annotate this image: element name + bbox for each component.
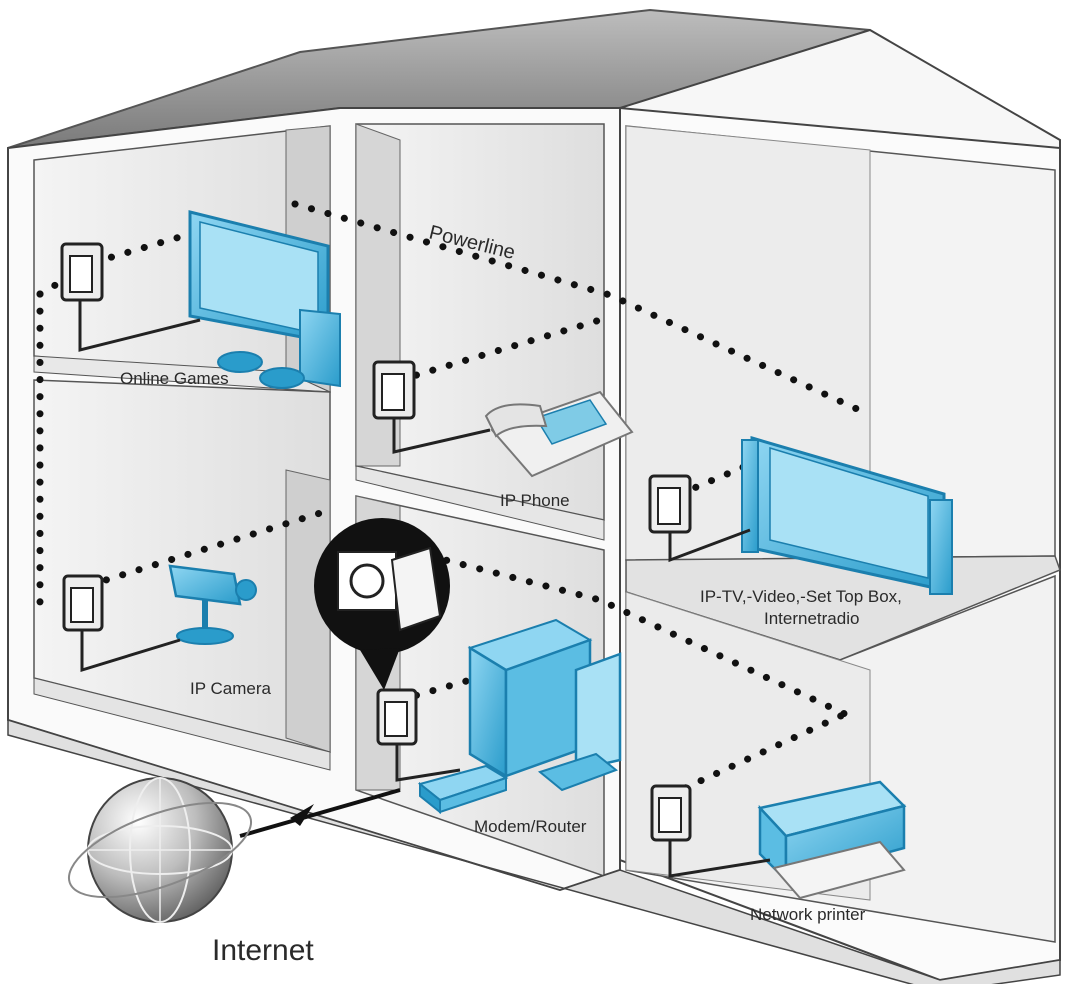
- tv-icon: [741, 436, 953, 595]
- ip-phone-label: IP Phone: [500, 491, 570, 510]
- modem-router-label: Modem/Router: [474, 817, 587, 836]
- base-floor: [7, 718, 1061, 989]
- powerline-adapter-icon: [372, 360, 491, 454]
- powerline-wiring: [36, 200, 874, 799]
- ip-tv-label-line1: IP-TV,-Video,-Set Top Box,: [700, 587, 902, 606]
- wall-socket-icon: [314, 518, 450, 690]
- monitor-icon: [188, 210, 341, 388]
- powerline-adapter-icon: [650, 784, 771, 878]
- ip-camera-label: IP Camera: [190, 679, 271, 698]
- internet-label: Internet: [212, 934, 314, 967]
- computer-icon: [467, 618, 622, 792]
- ip-tv-label-line2: Internetradio: [764, 609, 859, 628]
- internet-connection: [239, 788, 401, 838]
- globe-icon: [67, 777, 253, 923]
- powerline-adapter-icon: [376, 688, 461, 782]
- powerline-adapter-icon: [60, 242, 201, 352]
- printer-icon: [757, 780, 907, 900]
- online-games-label: Online Games: [120, 369, 229, 388]
- network-printer-label: Network printer: [750, 905, 866, 924]
- router-icon: [417, 764, 509, 815]
- powerline-adapter-icon: [62, 574, 181, 673]
- gamepad-icon: [217, 351, 305, 389]
- phone-icon: [484, 390, 634, 478]
- camera-icon: [168, 564, 257, 645]
- powerline-adapter-icon: [648, 474, 751, 563]
